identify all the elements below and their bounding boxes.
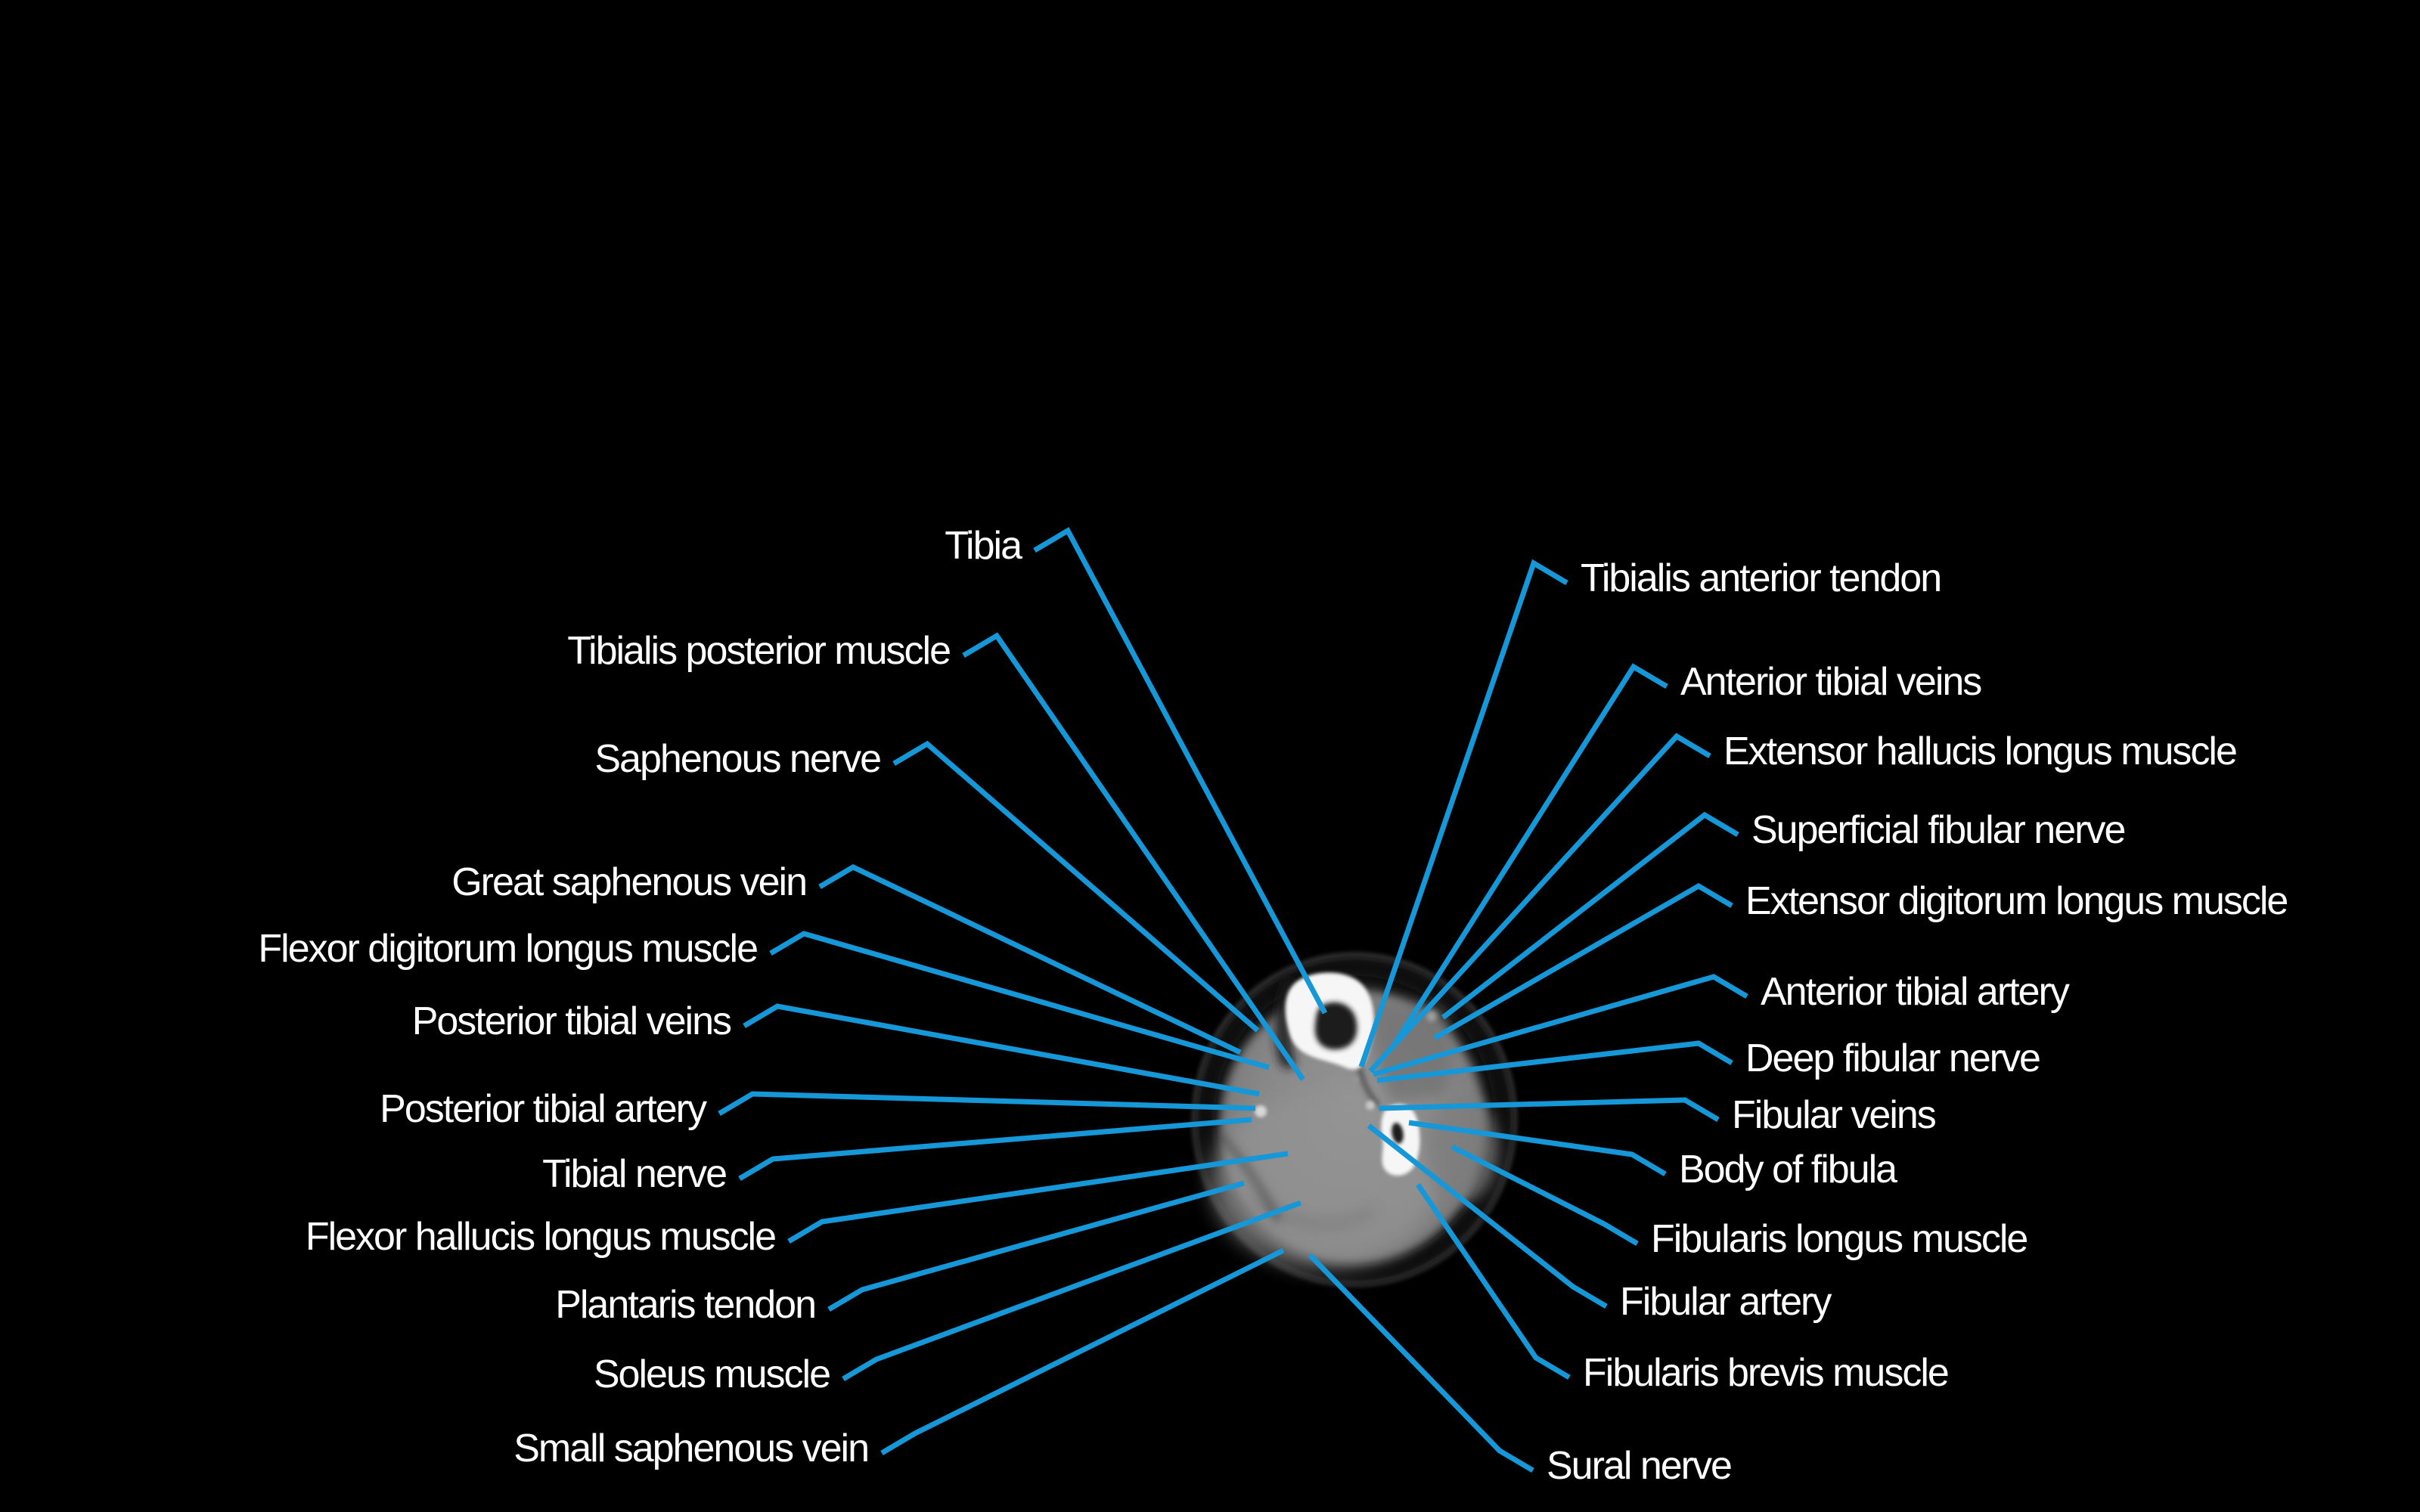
label-small-saphenous-vein: Small saphenous vein (513, 1427, 868, 1470)
label-flexor-digitorum-longus-muscle: Flexor digitorum longus muscle (258, 927, 757, 971)
fibular-vessel-dot (1366, 1101, 1375, 1110)
label-posterior-tibial-veins: Posterior tibial veins (412, 999, 731, 1043)
leader-flexor-hallucis-longus-muscle (787, 1151, 1289, 1244)
leader-tibialis-anterior-tendon (1358, 559, 1568, 1068)
leader-deep-fibular-nerve (1376, 1040, 1733, 1083)
subcutaneous-fat-ring (1196, 958, 1512, 1283)
label-fibular-veins: Fibular veins (1732, 1093, 1936, 1137)
leader-extensor-hallucis-longus-muscle (1368, 733, 1711, 1074)
leader-extensor-digitorum-longus-muscle (1433, 882, 1733, 1041)
leader-small-saphenous-vein (880, 1247, 1285, 1456)
leader-flexor-digitorum-longus-muscle (769, 931, 1270, 1070)
label-extensor-hallucis-longus-muscle: Extensor hallucis longus muscle (1723, 730, 2236, 773)
label-sural-nerve: Sural nerve (1547, 1444, 1731, 1488)
leader-anterior-tibial-veins (1390, 663, 1668, 1049)
label-plantaris-tendon: Plantaris tendon (555, 1283, 815, 1327)
interosseous-groove (1357, 1067, 1381, 1108)
leader-soleus-muscle (842, 1200, 1302, 1382)
leader-posterior-tibial-artery (718, 1091, 1256, 1117)
label-soleus-muscle: Soleus muscle (594, 1352, 830, 1396)
leader-fibular-artery (1367, 1123, 1608, 1309)
label-body-of-fibula: Body of fibula (1679, 1148, 1897, 1191)
label-tibialis-anterior-tendon: Tibialis anterior tendon (1581, 556, 1941, 600)
leader-tibial-nerve (738, 1117, 1252, 1182)
label-superficial-fibular-nerve: Superficial fibular nerve (1751, 808, 2124, 852)
leader-saphenous-nerve (892, 740, 1260, 1033)
leader-posterior-tibial-veins (743, 1003, 1260, 1097)
leader-lines (718, 527, 1748, 1473)
label-flexor-hallucis-longus-muscle: Flexor hallucis longus muscle (306, 1215, 775, 1259)
leader-great-saphenous-vein (818, 864, 1242, 1055)
label-fibularis-longus-muscle: Fibularis longus muscle (1651, 1217, 2027, 1261)
anterior-tibial-vessel-dot (1353, 1077, 1359, 1083)
leader-fibularis-brevis-muscle (1416, 1183, 1571, 1380)
label-fibular-artery: Fibular artery (1620, 1280, 1832, 1324)
leader-tibia (1033, 527, 1328, 1015)
label-anterior-tibial-artery: Anterior tibial artery (1761, 970, 2070, 1014)
label-extensor-digitorum-longus-muscle: Extensor digitorum longus muscle (1745, 879, 2287, 923)
label-great-saphenous-vein: Great saphenous vein (451, 860, 806, 904)
label-tibial-nerve: Tibial nerve (542, 1152, 726, 1196)
leader-plantaris-tendon (827, 1180, 1245, 1312)
label-fibularis-brevis-muscle: Fibularis brevis muscle (1583, 1351, 1948, 1395)
leader-anterior-tibial-artery (1373, 974, 1748, 1077)
leader-body-of-fibula (1408, 1120, 1667, 1177)
label-anterior-tibial-veins: Anterior tibial veins (1680, 660, 1981, 704)
leader-sural-nerve (1308, 1253, 1534, 1473)
leader-tibialis-posterior-muscle (962, 632, 1305, 1081)
soleus-boundary-groove (1255, 1197, 1376, 1227)
leader-fibular-veins (1378, 1097, 1720, 1123)
posterior-tibial-vessel-dot (1255, 1105, 1267, 1117)
label-deep-fibular-nerve: Deep fibular nerve (1745, 1036, 2040, 1080)
leader-superficial-fibular-nerve (1441, 811, 1739, 1020)
label-posterior-tibial-artery: Posterior tibial artery (380, 1087, 707, 1131)
label-tibialis-posterior-muscle: Tibialis posterior muscle (567, 629, 950, 673)
tibia-medullary-cavity (1314, 1002, 1357, 1050)
label-saphenous-nerve: Saphenous nerve (594, 737, 880, 781)
anterolateral-vessel-dot (1426, 1011, 1437, 1021)
fibula-medullary-cavity (1392, 1123, 1404, 1144)
lateral-compartment (1426, 1096, 1499, 1202)
leader-fibularis-longus-muscle (1450, 1144, 1639, 1247)
label-tibia: Tibia (945, 524, 1022, 568)
